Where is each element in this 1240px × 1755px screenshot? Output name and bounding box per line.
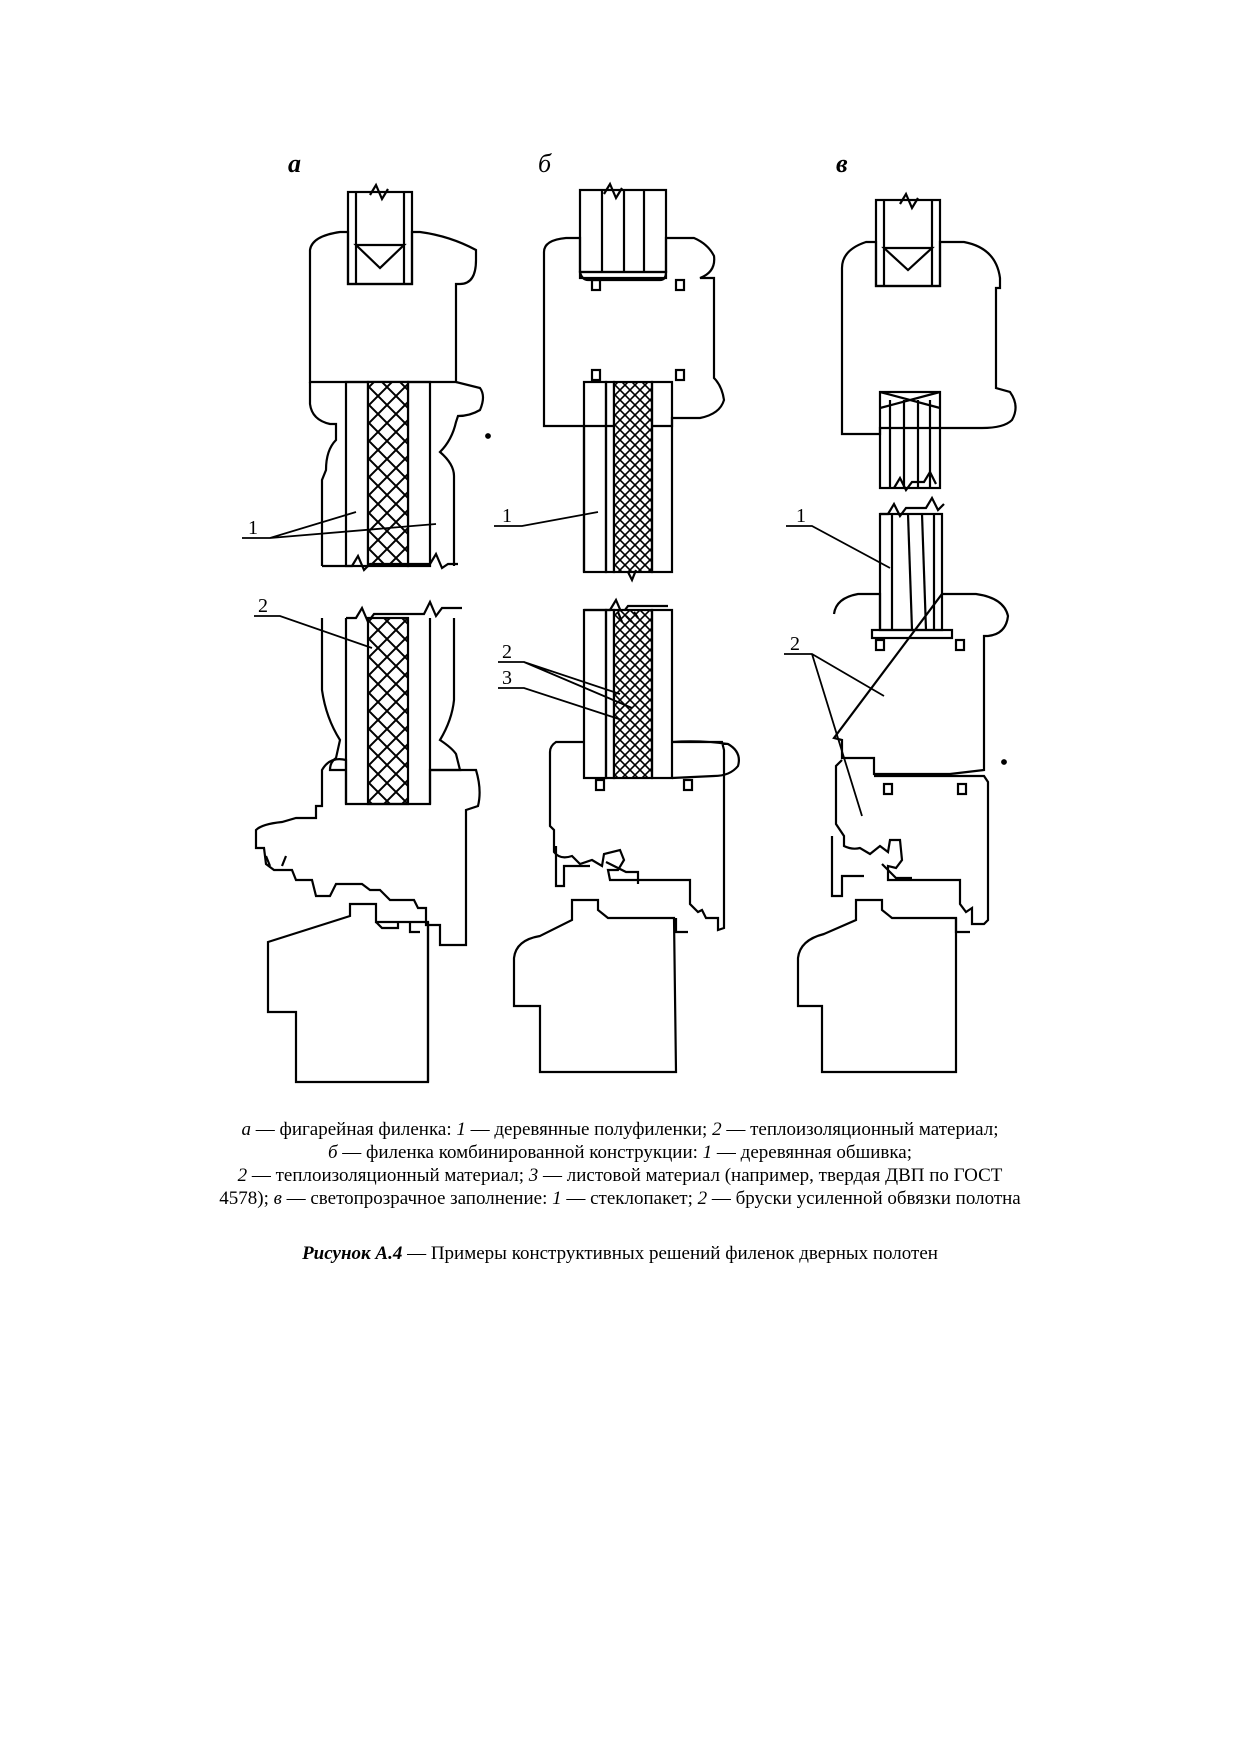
figure-number: Рисунок А.4 — [302, 1243, 403, 1264]
insulation-b-upper — [612, 380, 654, 574]
figure-caption: а — фигарейная филенка: 1 — деревянные п… — [150, 1118, 1090, 1210]
callout-v-2: 2 — [784, 633, 885, 817]
upper-rail — [308, 230, 478, 384]
callout-a-2: 2 — [254, 595, 373, 649]
upper-rail-v — [840, 240, 1017, 436]
callout-v-1: 1 — [786, 505, 891, 569]
svg-text:1: 1 — [248, 517, 258, 539]
frame-a — [266, 902, 430, 1084]
panel-a: а 1 — [242, 149, 491, 1084]
panel-v: в — [784, 149, 1017, 1074]
figure-title-text: — Примеры конструктивных решений филенок… — [402, 1243, 938, 1264]
insulation-a-lower — [366, 616, 410, 806]
svg-text:2: 2 — [258, 595, 268, 617]
svg-text:1: 1 — [796, 505, 806, 527]
glass-unit-lower-v — [870, 495, 954, 640]
lower-rail-b — [548, 740, 740, 932]
panel-b: б 1 — [494, 149, 740, 1074]
callout-b-3: 3 — [498, 667, 623, 721]
insulation-a-upper — [366, 380, 410, 568]
reinforced-rail-v — [834, 759, 990, 926]
callout-b-1: 1 — [494, 505, 599, 527]
caption-line-3: 2 — теплоизоляционный материал; 3 — лист… — [237, 1165, 1003, 1186]
upper-rail-b — [542, 236, 726, 428]
caption-line-4: 4578); в — светопрозрачное заполнение: 1… — [219, 1188, 1021, 1209]
door-panel-diagram: а 1 — [242, 149, 1017, 1084]
caption-line-2: б — филенка комбинированной конструкции:… — [327, 1142, 913, 1163]
frame-b — [512, 898, 678, 1074]
frame-v — [796, 898, 958, 1074]
svg-text:2: 2 — [502, 641, 512, 663]
callout-a-1: 1 — [242, 511, 437, 539]
caption-line-1: а — фигарейная филенка: 1 — деревянные п… — [241, 1119, 999, 1140]
svg-text:1: 1 — [502, 505, 512, 527]
half-panel-right — [406, 380, 432, 568]
glass-unit-top — [346, 182, 414, 286]
glass-unit-top-b — [578, 181, 668, 280]
glass-unit-top-v — [874, 191, 942, 288]
svg-text:2: 2 — [790, 633, 800, 655]
sheet-material-b — [604, 380, 616, 574]
panel-label-b: б — [538, 149, 552, 178]
panel-label-v: в — [836, 149, 848, 178]
panel-label-a: а — [288, 149, 301, 178]
lower-rail-a — [254, 758, 481, 947]
figure-title: Рисунок А.4 — Примеры конструктивных реш… — [150, 1243, 1090, 1265]
insulation-b-lower — [612, 608, 654, 780]
lower-glass-rail-v — [832, 592, 1010, 776]
glass-unit-mid-v — [878, 390, 942, 493]
callout-b-2: 2 — [498, 641, 633, 709]
svg-text:3: 3 — [502, 667, 512, 689]
half-panel-left — [344, 380, 370, 568]
